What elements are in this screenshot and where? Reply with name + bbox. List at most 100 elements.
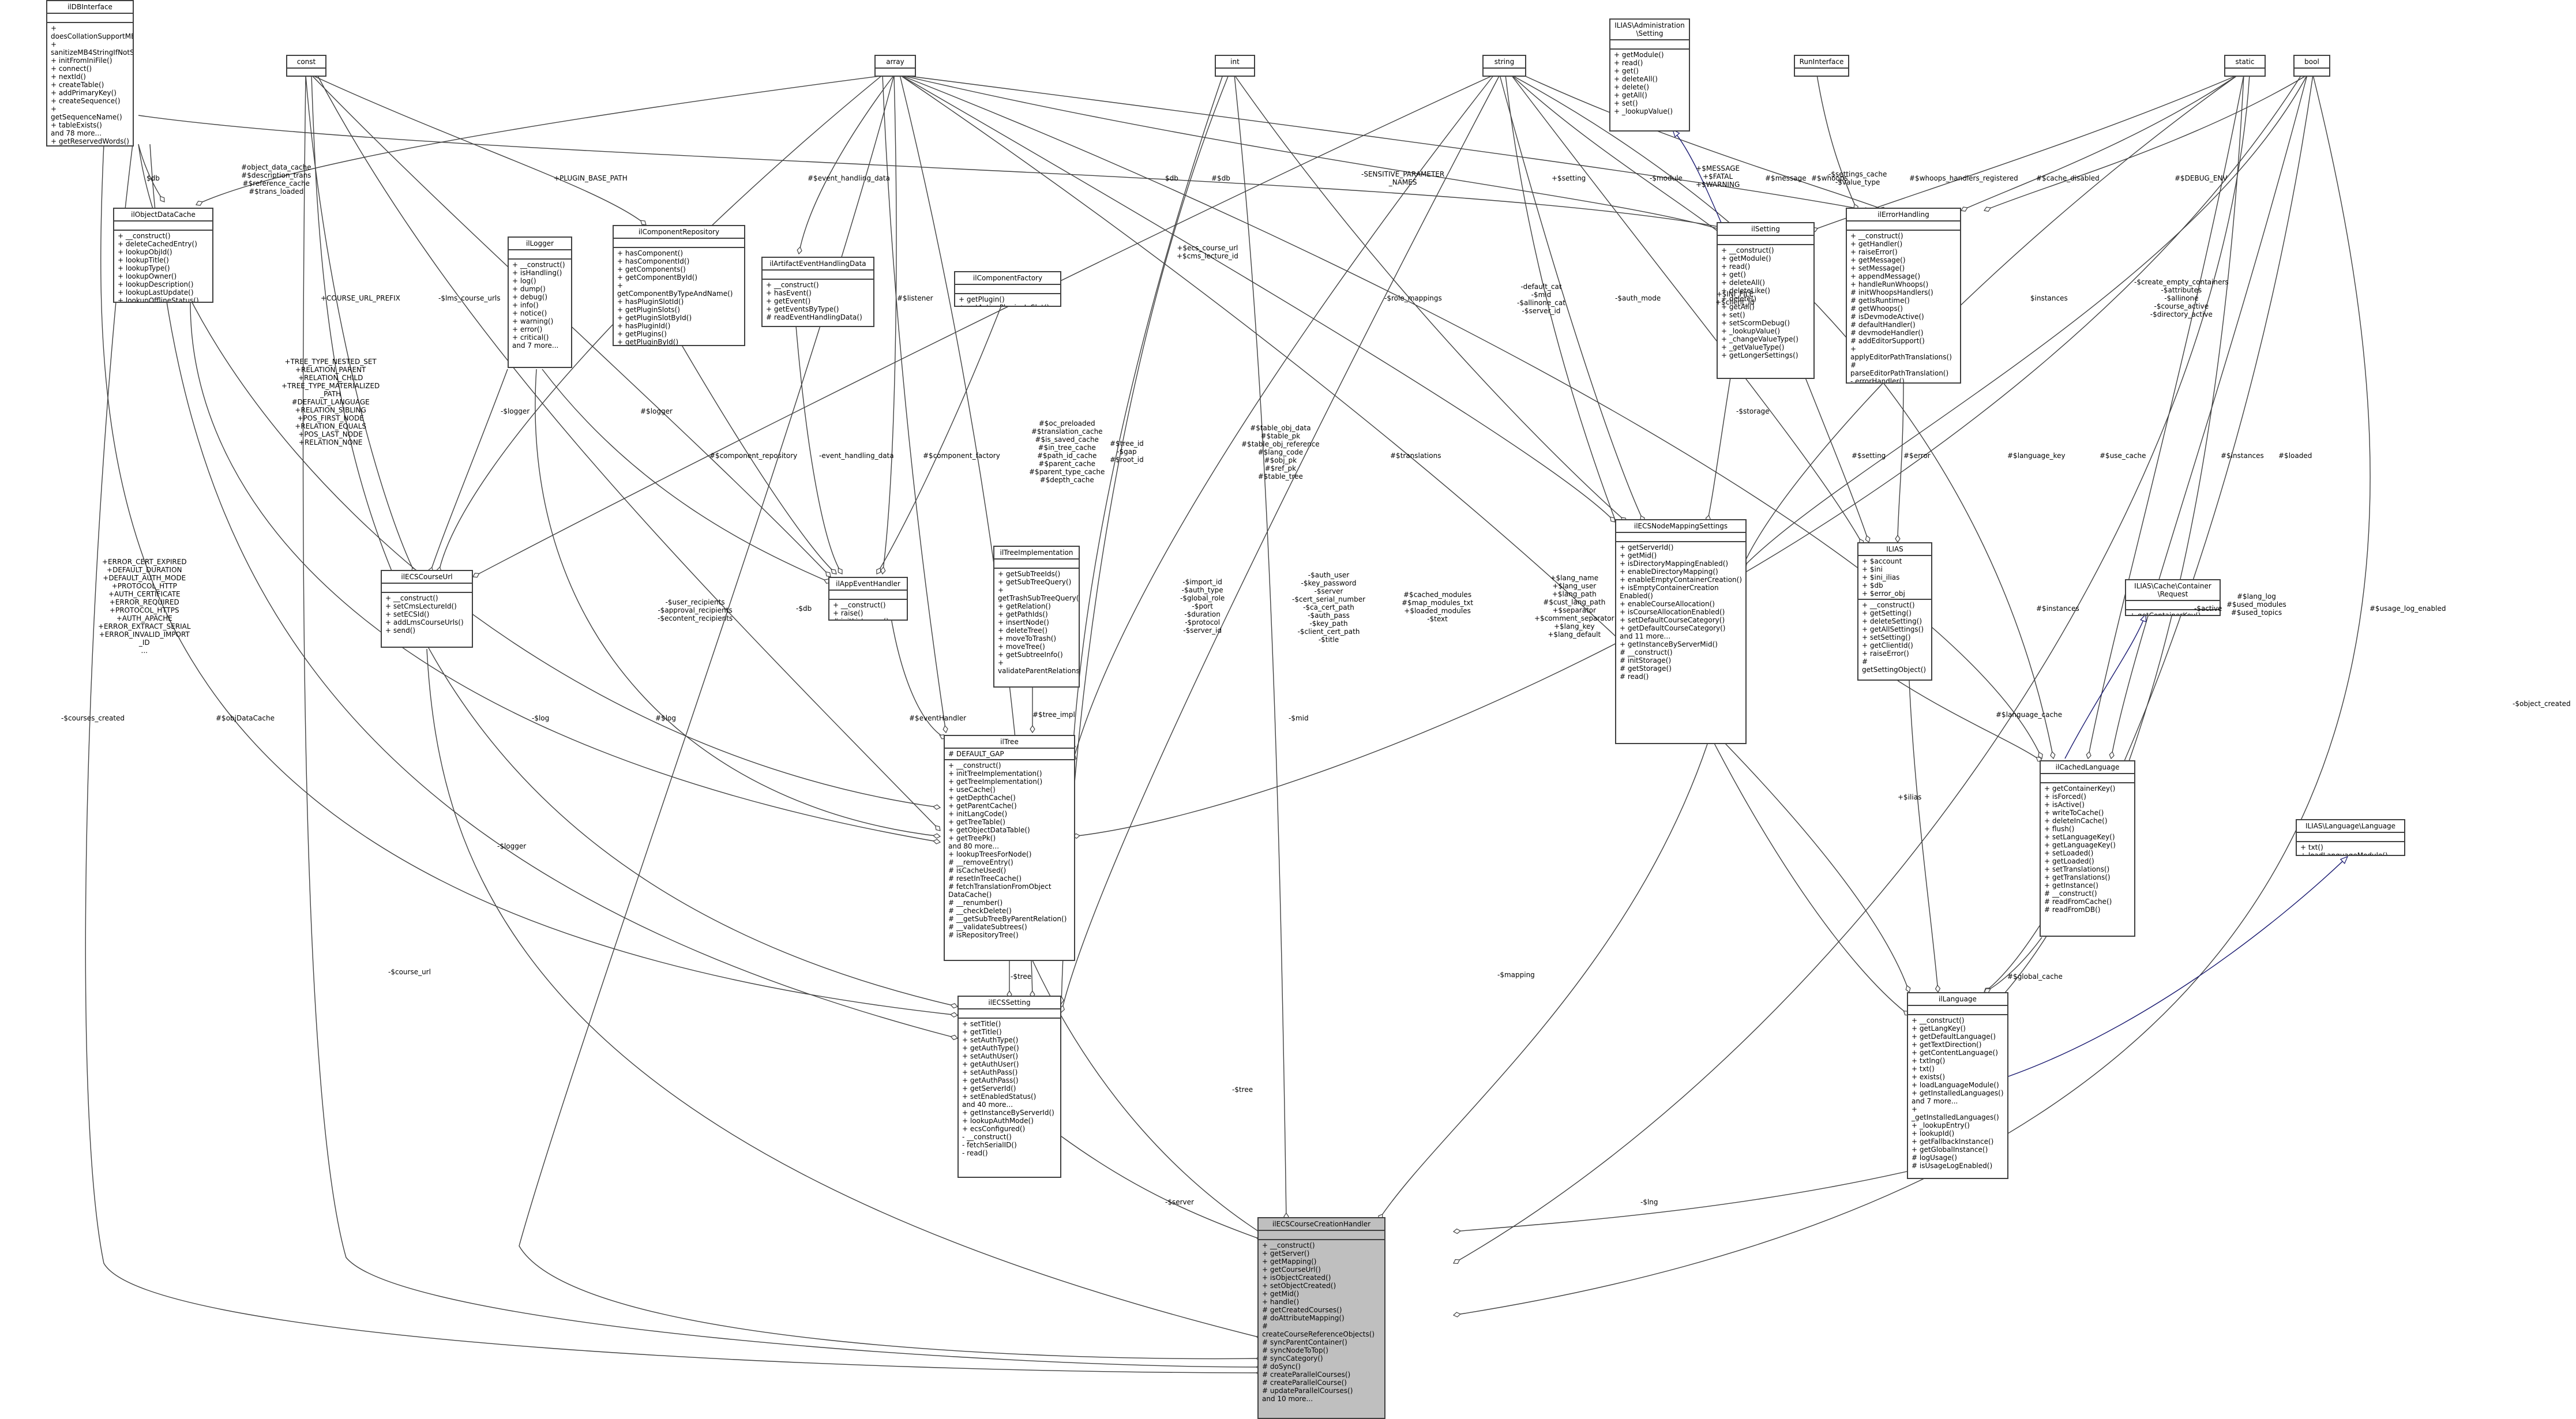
edge-label: #$objDataCache <box>216 714 275 722</box>
edge-string-mapping <box>1499 74 1644 522</box>
class-array[interactable]: array <box>874 55 916 77</box>
class-ilErrorHandling[interactable]: ilErrorHandling + __construct() + getHan… <box>1846 208 1961 384</box>
class-ilCachedLanguage[interactable]: ilCachedLanguage + getContainerKey() + i… <box>2040 760 2135 937</box>
edge-label: #$cache_disabled <box>2036 174 2100 182</box>
class-name: ILIAS\Language\Language <box>2305 822 2396 830</box>
edge-db-ecssetting2 <box>149 144 957 1038</box>
edge-label: #$use_cache <box>2100 452 2146 460</box>
class-ilECSCourseCreationHandler[interactable]: ilECSCourseCreationHandler + __construct… <box>1257 1217 1385 1419</box>
class-ILIAS-Administration-Setting[interactable]: ILIAS\Administration \Setting + getModul… <box>1609 18 1690 132</box>
edge-label: -$courses_created <box>61 714 125 722</box>
edge-label: -$user_recipients -$approval_recipients … <box>658 598 733 622</box>
class-ilECSNodeMappingSettings[interactable]: ilECSNodeMappingSettings + getServerId()… <box>1615 519 1747 744</box>
edge-comprepo-appevent <box>680 343 836 574</box>
edge-label: #$logger <box>640 407 673 415</box>
class-attributes <box>2126 600 2220 609</box>
edge-label: -SENSITIVE_PARAMETER _NAMES <box>1361 170 1445 186</box>
class-static[interactable]: static <box>2224 55 2266 77</box>
edge-label: -$module <box>1650 174 1683 182</box>
class-name: ilObjectDataCache <box>131 211 196 219</box>
edge-setting-ilias <box>1805 377 1869 542</box>
class-RunInterface[interactable]: RunInterface <box>1794 55 1849 77</box>
class-name: ilComponentFactory <box>972 274 1043 282</box>
edge-array-setting <box>899 74 1725 231</box>
edge-string-error <box>1522 74 1886 211</box>
edge-label: +COURSE_URL_PREFIX <box>321 294 400 302</box>
edge-label: #$translations <box>1390 452 1441 460</box>
class-ilComponentFactory[interactable]: ilComponentFactory + getPlugin() + getAc… <box>954 271 1061 307</box>
edge-label: -$lng <box>1640 1198 1658 1206</box>
class-ilTreeImplementation[interactable]: ilTreeImplementation + getSubTreeIds() +… <box>993 546 1080 688</box>
class-methods: + __construct() + getServer() + getMappi… <box>1259 1239 1384 1404</box>
class-attributes <box>1847 220 1960 230</box>
edge-logger-tree <box>535 369 940 836</box>
class-attributes <box>47 13 133 22</box>
class-ILIAS-Cache-Container-Request[interactable]: ILIAS\Cache\Container \Request + getCont… <box>2125 579 2221 616</box>
edge-label: #$tree_impl <box>1032 711 1075 719</box>
class-ilECSCourseUrl[interactable]: ilECSCourseUrl + __construct() + setCmsL… <box>381 570 473 648</box>
class-methods: + getServerId() + getMid() + isDirectory… <box>1616 541 1745 682</box>
class-methods: + hasComponent() + hasComponentId() + ge… <box>614 247 744 345</box>
class-attributes <box>2225 67 2265 76</box>
class-name: ILIAS\Cache\Container \Request <box>2134 582 2211 598</box>
class-methods: + __construct() + initTreeImplementation… <box>945 759 1074 940</box>
class-int[interactable]: int <box>1215 55 1255 77</box>
edge-const-ecssetting <box>311 74 957 1007</box>
edge-db-objcache <box>138 144 164 202</box>
edge-label: #$language_cache <box>1996 711 2063 719</box>
class-ILIAS[interactable]: ILIAS + $account + $ini + $ini_ilias + $… <box>1857 542 1932 681</box>
class-name: static <box>2235 58 2255 66</box>
class-methods: + __construct() + getLangKey() + getDefa… <box>1908 1014 2007 1171</box>
class-ilLogger[interactable]: ilLogger + __construct() + isHandling() … <box>508 236 572 368</box>
class-attributes <box>287 67 325 76</box>
class-methods: + __construct() + hasEvent() + getEvent(… <box>763 279 873 322</box>
class-attributes <box>1484 67 1525 76</box>
edge-label: #$lang_log #$used_modules #$used_topics <box>2226 592 2286 617</box>
class-name: ilErrorHandling <box>1877 211 1929 219</box>
class-name: ilECSSetting <box>988 998 1031 1007</box>
class-ilComponentRepository[interactable]: ilComponentRepository + hasComponent() +… <box>613 225 745 346</box>
class-methods: + __construct() + isHandling() + log() +… <box>509 258 571 351</box>
class-ilDBInterface[interactable]: ilDBInterface + doesCollationSupportMB4S… <box>46 0 134 147</box>
edge-label: #$event_handling_data <box>808 174 890 182</box>
edge-label: #$tree_id -$gap #$root_id <box>1110 440 1144 464</box>
edge-run-error <box>1816 74 1857 211</box>
edge-inherit-language-langlang <box>1984 857 2348 1085</box>
class-name: ilComponentRepository <box>638 228 720 236</box>
class-attributes <box>2295 67 2329 76</box>
edge-label: $db <box>1165 174 1178 182</box>
class-ilTree[interactable]: ilTree # DEFAULT_GAP + __construct() + i… <box>944 735 1075 961</box>
class-ilObjectDataCache[interactable]: ilObjectDataCache + __construct() + dele… <box>113 208 213 303</box>
class-ilSetting[interactable]: ilSetting + __construct() + getModule() … <box>1717 222 1815 379</box>
edge-label: -$auth_mode <box>1615 294 1661 302</box>
edge-const-ecsurl <box>305 74 415 574</box>
class-string[interactable]: string <box>1482 55 1526 77</box>
edge-static-mapping <box>1742 74 2239 568</box>
edge-label: +$lang_name +$lang_user +$lang_path #$cu… <box>1534 574 1614 639</box>
edge-label: #$log <box>655 714 676 722</box>
class-attributes <box>509 249 571 258</box>
edge-array-artifact <box>799 74 895 254</box>
class-attributes <box>2297 832 2404 841</box>
class-ILIAS-Language-Language[interactable]: ILIAS\Language\Language + txt() + loadLa… <box>2296 819 2405 856</box>
class-const[interactable]: const <box>286 55 326 77</box>
class-attributes: + $account + $ini + $ini_ilias + $db + $… <box>1858 555 1931 599</box>
class-name: string <box>1494 58 1515 66</box>
class-attributes: # DEFAULT_GAP <box>945 748 1074 759</box>
class-ilArtifactEventHandlingData[interactable]: ilArtifactEventHandlingData + __construc… <box>761 257 874 327</box>
edge-label: #$cached_modules #$map_modules_txt +$loa… <box>1402 591 1474 623</box>
edge-label: #$db <box>1211 174 1230 182</box>
edge-label: -$mid <box>1289 714 1309 722</box>
class-ilAppEventHandler[interactable]: ilAppEventHandler + __construct() + rais… <box>828 577 908 621</box>
class-ilECSSetting[interactable]: ilECSSetting + setTitle() + getTitle() +… <box>957 996 1061 1178</box>
class-name: ilSetting <box>1751 225 1780 233</box>
class-bool[interactable]: bool <box>2293 55 2330 77</box>
edge-inherit-setting-admin <box>1673 130 1725 231</box>
edge-bool-handler <box>1454 74 2371 1315</box>
class-attributes <box>1216 67 1254 76</box>
class-attributes <box>382 583 472 592</box>
class-ilLanguage[interactable]: ilLanguage + __construct() + getLangKey(… <box>1907 992 2008 1179</box>
edge-label: -$tree <box>1232 1086 1253 1094</box>
edge-db-setting <box>138 115 1725 228</box>
edge-label: #$component_factory <box>923 452 1000 460</box>
